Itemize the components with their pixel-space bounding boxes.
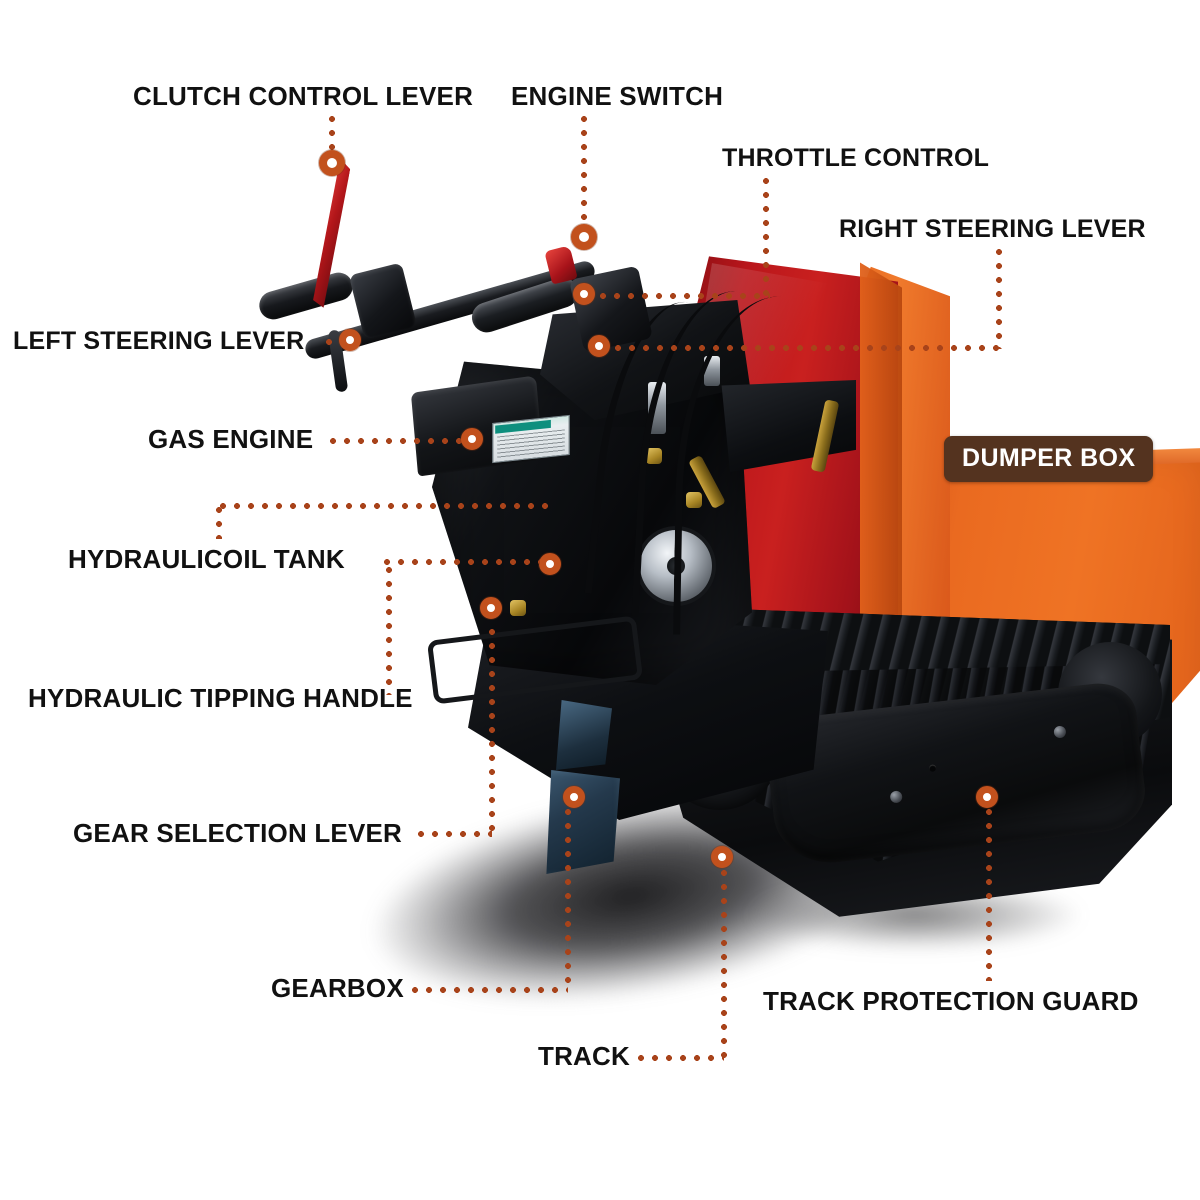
brass-fitting xyxy=(646,448,662,464)
marker-track[interactable] xyxy=(711,846,733,868)
guard-hole xyxy=(928,764,937,772)
callout-label-left-steering-lever: LEFT STEERING LEVER xyxy=(13,327,305,355)
leader-left-steering-lever xyxy=(322,339,344,345)
marker-left-steering-lever[interactable] xyxy=(339,329,361,351)
leader-right-steering-lever-horiz xyxy=(611,345,1002,351)
leader-hydraulicoil-tank-horiz xyxy=(216,503,552,509)
marker-engine-switch[interactable] xyxy=(571,224,597,250)
brass-fitting xyxy=(510,600,526,616)
front-panel-edge xyxy=(860,262,902,660)
right-control-pod xyxy=(569,265,653,353)
leader-track-protection-guard-vert xyxy=(986,805,992,981)
leader-hydraulic-tipping-handle-vert xyxy=(386,563,392,695)
callout-label-throttle-control: THROTTLE CONTROL xyxy=(722,144,990,172)
leader-gas-engine xyxy=(326,438,464,444)
callout-label-clutch-control-lever: CLUTCH CONTROL LEVER xyxy=(133,81,474,111)
chrome-valve xyxy=(648,382,666,434)
callout-label-hydraulicoil-tank: HYDRAULICOIL TANK xyxy=(68,544,345,574)
marker-gas-engine[interactable] xyxy=(461,428,483,450)
callout-label-engine-switch: ENGINE SWITCH xyxy=(511,81,724,111)
chrome-fitting xyxy=(704,356,720,386)
callout-label-hydraulic-tipping-handle: HYDRAULIC TIPPING HANDLE xyxy=(28,683,413,713)
leader-track-vert xyxy=(721,866,727,1058)
marker-track-protection-guard[interactable] xyxy=(976,786,998,808)
leader-throttle-control-horiz xyxy=(596,293,770,299)
callout-label-gearbox: GEARBOX xyxy=(271,973,404,1003)
marker-throttle-control[interactable] xyxy=(573,283,595,305)
brass-fitting xyxy=(686,492,702,508)
leader-gear-selection-lever-horiz xyxy=(414,831,492,837)
leader-engine-switch xyxy=(581,112,587,230)
guard-bolt xyxy=(889,790,903,804)
guard-bolt xyxy=(1053,725,1067,739)
callout-label-right-steering-lever: RIGHT STEERING LEVER xyxy=(839,215,1146,243)
hydraulic-pump-pulley xyxy=(640,530,712,602)
marker-clutch-control-lever[interactable] xyxy=(319,150,345,176)
handlebar-grip-left xyxy=(256,269,356,323)
leader-hydraulicoil-tank-vert xyxy=(216,503,222,539)
leader-gearbox-horiz xyxy=(408,987,568,993)
leader-clutch-control-lever xyxy=(329,112,335,160)
marker-right-steering-lever[interactable] xyxy=(588,335,610,357)
leader-hydraulicoil-tank-horiz2 xyxy=(380,559,540,565)
leader-track-horiz xyxy=(634,1055,724,1061)
leader-right-steering-lever-vert xyxy=(996,245,1002,349)
callout-label-gas-engine: GAS ENGINE xyxy=(148,424,314,454)
leader-throttle-control-vert xyxy=(763,174,769,296)
leader-gearbox-vert xyxy=(565,805,571,991)
badge-dumper-box: DUMPER BOX xyxy=(944,436,1154,482)
callout-label-gear-selection-lever: GEAR SELECTION LEVER xyxy=(73,818,403,848)
marker-hydraulicoil-tank[interactable] xyxy=(539,553,561,575)
gearbox-housing xyxy=(546,770,620,874)
leader-gear-selection-lever-vert xyxy=(489,625,495,833)
engine-spec-decal xyxy=(492,414,570,464)
callout-label-track-protection-guard: TRACK PROTECTION GUARD xyxy=(763,986,1139,1016)
gearbox-upper-housing xyxy=(556,700,612,770)
marker-gearbox[interactable] xyxy=(563,786,585,808)
callout-label-track: TRACK xyxy=(538,1041,630,1071)
marker-hydraulic-tipping-handle[interactable] xyxy=(480,597,502,619)
